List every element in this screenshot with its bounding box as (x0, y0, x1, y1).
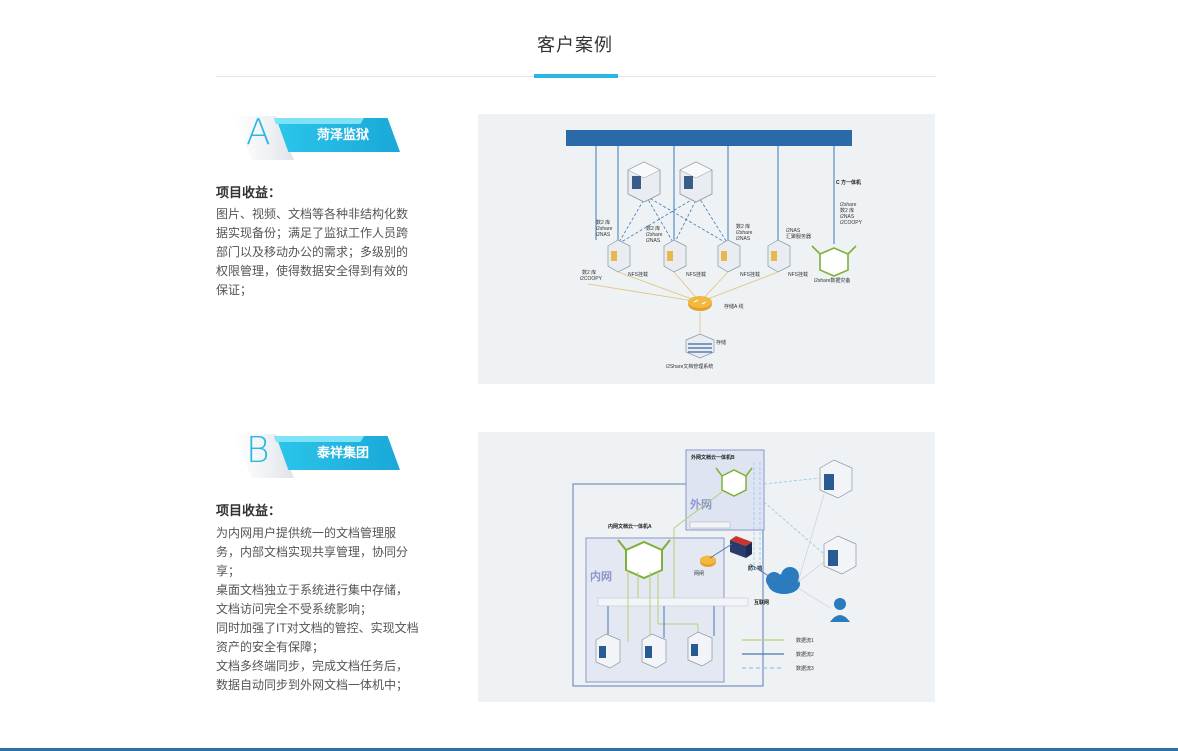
benefit-line: 为内网用户提供统一的文档管理服 (216, 526, 397, 540)
label-nfs: NFS挂载 (686, 271, 706, 278)
title-accent-bar (534, 74, 618, 78)
server-icon (687, 631, 713, 667)
legend-label: 数据流3 (796, 665, 814, 672)
case-a-letter: A (246, 112, 271, 153)
server-icon (641, 633, 667, 669)
label-outer-box: 外网文档云一体机B (691, 454, 735, 461)
label-node4: i2NAS (786, 228, 801, 234)
label-node3: 数2 库 (736, 223, 750, 230)
case-a-benefit-text: 图片、视频、文档等各种非结构化数 据实现备份；满足了监狱工作人员跨 部门以及移动… (216, 205, 426, 300)
label-bottom-left: i2COOPY (580, 276, 603, 282)
case-a-badge: A 菏泽监狱 (216, 112, 416, 164)
case-a-network-diagram: C 方一体机 i2share 数2 库 i2NAS i2COOPY 数2 库 i… (566, 130, 863, 370)
cloud-box-icon (811, 245, 857, 277)
label-storage: 存储 (716, 339, 726, 346)
legend: 数据流1 数据流2 数据流3 (742, 637, 814, 672)
benefit-line: 图片、视频、文档等各种非结构化数 (216, 207, 409, 221)
user-icon (830, 598, 850, 622)
label-node1: i2share (596, 226, 613, 232)
server-icon (717, 239, 741, 273)
benefit-line: 享； (216, 564, 241, 578)
case-b-name: 泰祥集团 (316, 445, 369, 460)
label-nfs: NFS挂载 (740, 271, 760, 278)
benefit-line: 数据自动同步到外网文档一体机中； (216, 678, 409, 692)
server-icon (595, 633, 621, 669)
label-gateway: 网闸 (694, 570, 704, 577)
storage-switch-icon (688, 296, 712, 311)
outer-switch (689, 521, 731, 529)
benefit-line: 保证； (216, 283, 253, 297)
case-b-diagram: 外网文档云一体机B 外网 内网文档云一体机A 内网 网闸 防1 墙 (478, 432, 935, 702)
label-cloud-box: i2share数据灾备 (814, 277, 850, 284)
label-nfs: NFS挂载 (628, 271, 648, 278)
label-node3: i2NAS (736, 236, 751, 242)
section-title: 客户案例 (537, 35, 613, 55)
case-a-benefit-heading: 项目收益： (216, 185, 282, 200)
benefit-line: 部门以及移动办公的需求；多级别的 (216, 245, 409, 259)
firewall-icon (730, 536, 752, 558)
page-footer-line (0, 748, 1178, 751)
benefit-line: 同时加强了IT对文档的管控、实现文档 (216, 621, 419, 635)
server-icon (679, 161, 713, 203)
label-node2: i2NAS (646, 238, 661, 244)
benefit-line: 桌面文档独立于系统进行集中存储， (216, 583, 409, 597)
benefit-line: 据实现备份；满足了监狱工作人员跨 (216, 226, 409, 240)
legend-label: 数据流2 (796, 651, 814, 658)
label-firewall: 防1 墙 (748, 565, 762, 572)
case-b-network-diagram: 外网文档云一体机B 外网 内网文档云一体机A 内网 网闸 防1 墙 (572, 449, 857, 687)
case-b-letter: B (246, 430, 270, 471)
inner-switch (597, 597, 749, 607)
label-c-info: i2COOPY (840, 220, 863, 226)
label-node2: i2share (646, 232, 663, 238)
label-storage-system: i2Share文档管理系统 (666, 363, 713, 370)
storage-icon (685, 333, 715, 359)
benefit-line: 文档多终端同步，完成文档任务后， (216, 659, 409, 673)
benefit-line: 资产的安全有保障； (216, 640, 325, 654)
gateway-icon (700, 555, 716, 567)
outer-frame (572, 483, 764, 687)
server-icon (823, 535, 857, 575)
label-storage-switch: 存储A 线 (724, 303, 743, 310)
label-node2: 数2 库 (646, 225, 660, 232)
cloud-box-icon (617, 539, 671, 580)
case-b-benefit-heading: 项目收益： (216, 503, 282, 518)
label-node3: i2share (736, 230, 753, 236)
internet-cloud-icon (766, 567, 800, 594)
label-c-info: i2share (840, 202, 857, 208)
case-b-badge: B 泰祥集团 (216, 430, 416, 482)
label-c-info: i2NAS (840, 214, 855, 220)
benefit-line: 权限管理，使得数据安全得到有效的 (216, 264, 409, 278)
label-nfs: NFS挂载 (788, 271, 808, 278)
label-inner-zone: 内网 (590, 569, 612, 583)
label-inner-box: 内网文档云一体机A (608, 523, 652, 530)
cloud-box-icon (715, 467, 753, 497)
case-a-name: 菏泽监狱 (316, 127, 369, 142)
case-b-benefit-text: 为内网用户提供统一的文档管理服 务，内部文档实现共享管理，协同分 享； 桌面文档… (216, 524, 426, 695)
label-c-machine: C 方一体机 (836, 179, 861, 186)
benefit-line: 文档访问完全不受系统影响； (216, 602, 373, 616)
legend-label: 数据流1 (796, 637, 814, 644)
label-internet: 互联网 (754, 599, 769, 606)
server-icon (627, 161, 661, 203)
label-node4: 汇聚服务器 (786, 233, 811, 240)
label-bottom-left: 数2 库 (582, 269, 596, 276)
benefit-line: 务，内部文档实现共享管理，协同分 (216, 545, 409, 559)
network-bus (566, 130, 852, 146)
label-node1: 数2 库 (596, 219, 610, 226)
badge-ribbon-highlight (274, 436, 364, 442)
badge-ribbon-highlight (274, 118, 364, 124)
server-icon (767, 239, 791, 273)
label-c-info: 数2 库 (840, 207, 854, 214)
label-node1: i2NAS (596, 232, 611, 238)
label-outer-zone: 外网 (689, 497, 712, 511)
case-a-diagram: C 方一体机 i2share 数2 库 i2NAS i2COOPY 数2 库 i… (478, 114, 935, 384)
server-icon (607, 239, 631, 273)
server-icon (819, 459, 853, 499)
server-icon (663, 239, 687, 273)
